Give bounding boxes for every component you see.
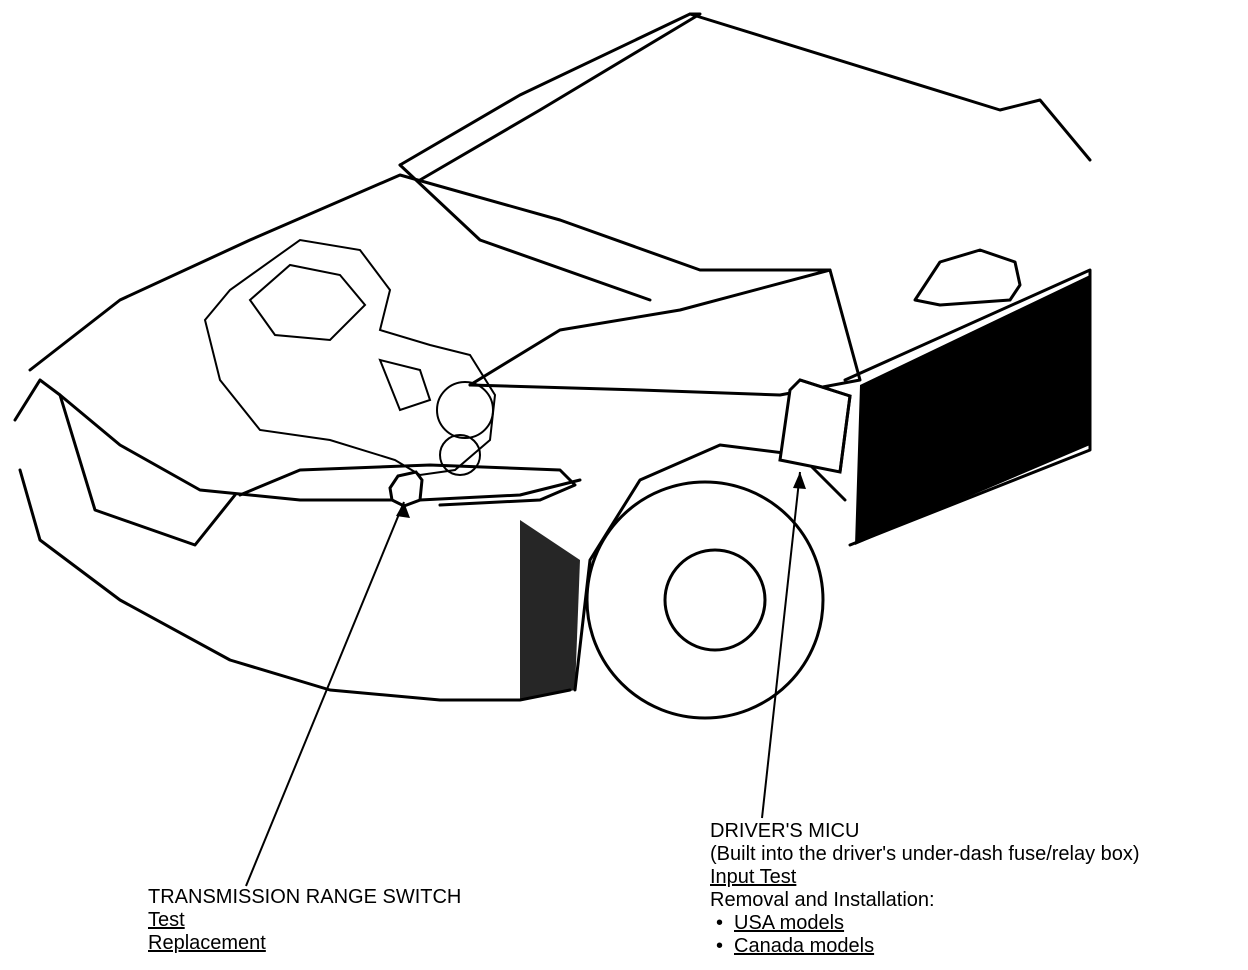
trs-replacement-link[interactable]: Replacement (148, 932, 266, 954)
micu-component (780, 380, 850, 472)
micu-usa-models-link[interactable]: USA models (734, 912, 844, 934)
trs-title: TRANSMISSION RANGE SWITCH (148, 886, 461, 909)
micu-subtitle: (Built into the driver's under-dash fuse… (710, 843, 1140, 866)
engine-outline (205, 240, 495, 475)
windshield-outline (400, 14, 700, 180)
trs-component (390, 472, 422, 506)
side-mirror (915, 250, 1020, 305)
door-panel (855, 275, 1090, 545)
micu-leader-line (762, 472, 800, 818)
micu-canada-models-link[interactable]: Canada models (734, 935, 874, 957)
micu-title: DRIVER'S MICU (710, 820, 1140, 843)
roof-outline (690, 14, 1090, 160)
bullet-dot: • (716, 912, 734, 935)
lower-bumper (20, 470, 570, 700)
trs-test-link[interactable]: Test (148, 909, 185, 931)
micu-callout: DRIVER'S MICU (Built into the driver's u… (710, 820, 1140, 958)
micu-removal-heading: Removal and Installation: (710, 889, 1140, 912)
hood-crease (470, 270, 830, 385)
rocker (520, 520, 580, 700)
bullet-dot: • (716, 935, 734, 958)
wheel-hub (665, 550, 765, 650)
front-wheel (587, 482, 823, 718)
trs-callout: TRANSMISSION RANGE SWITCH Test Replaceme… (148, 886, 461, 955)
micu-arrowhead (793, 472, 806, 489)
micu-input-test-link[interactable]: Input Test (710, 866, 796, 888)
